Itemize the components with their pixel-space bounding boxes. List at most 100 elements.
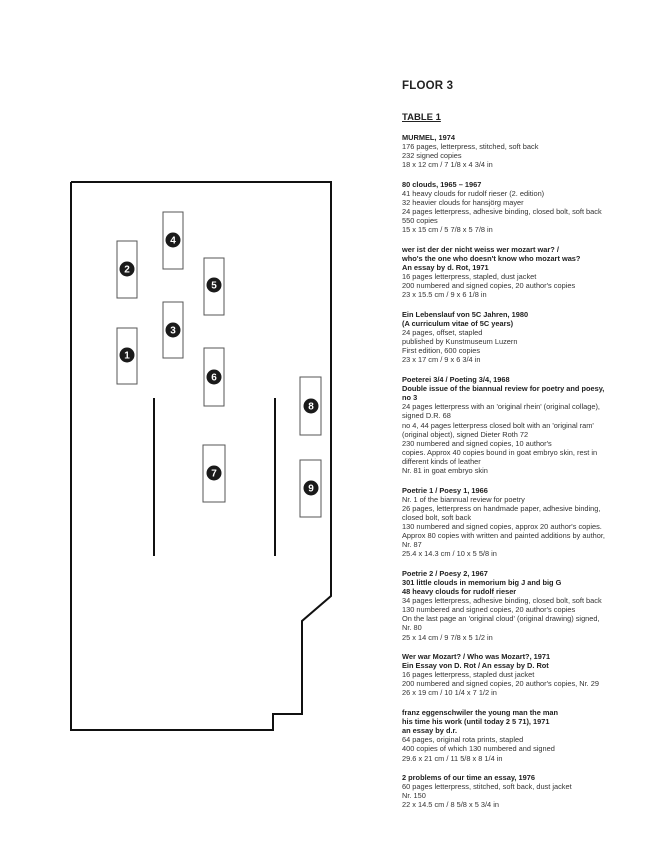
entry-detail: (original object), signed Dieter Roth 72 (402, 429, 529, 439)
table-3-number: 3 (170, 326, 176, 337)
entry-title: Wer war Mozart? / Who was Mozart?, 1971 (402, 652, 551, 662)
entry-detail: signed D.R. 68 (402, 411, 451, 421)
entry-detail: 550 copies (402, 216, 438, 226)
entry-detail: Nr. 1 of the biannual review for poetry (402, 494, 525, 504)
table-4-marker (165, 232, 181, 248)
table-9[interactable]: 9 (299, 459, 322, 518)
entry-detail: 200 numbered and signed copies, 20 autho… (402, 679, 599, 689)
entry-detail: 25.4 x 14.3 cm / 10 x 5 5/8 in (402, 549, 497, 559)
table-7-marker (206, 465, 222, 481)
table-4-number: 4 (170, 236, 176, 247)
entry-detail: copies. Approx 40 copies bound in goat e… (402, 447, 598, 457)
catalogue-entry: Ein Lebenslauf von 5C Jahren, 1980(A cur… (402, 310, 642, 365)
table-1[interactable]: 1 (116, 327, 138, 385)
entry-detail: 24 pages letterpress with an 'original r… (402, 402, 600, 412)
entry-detail: 41 heavy clouds for rudolf rieser (2. ed… (402, 188, 545, 198)
entry-title: Poeterei 3/4 / Poeting 3/4, 1968 (402, 375, 510, 385)
table-2-number: 2 (124, 265, 130, 276)
entry-detail: 26 x 19 cm / 10 1/4 x 7 1/2 in (402, 688, 497, 698)
entry-detail: 23 x 17 cm / 9 x 6 3/4 in (402, 355, 481, 365)
table-1-number: 1 (124, 351, 130, 362)
entry-detail: First edition, 600 copies (402, 346, 481, 356)
entry-detail: 32 heavier clouds for hansjörg mayer (402, 198, 524, 208)
table-7-number: 7 (211, 469, 217, 480)
entry-title: an essay by d.r. (402, 726, 458, 736)
table-8-marker (303, 398, 319, 414)
entry-detail: no 4, 44 pages letterpress closed bolt w… (402, 420, 594, 430)
entry-title: franz eggenschwiler the young man the ma… (402, 708, 559, 718)
entry-detail: 64 pages, original rota prints, stapled (402, 735, 524, 745)
table-6-number: 6 (211, 373, 217, 384)
entry-title: who's the one who doesn't know who mozar… (402, 254, 581, 264)
entry-detail: 26 pages, letterpress on handmade paper,… (402, 503, 601, 513)
table-6-marker (206, 369, 222, 385)
entry-title: no 3 (402, 393, 418, 403)
table-5-number: 5 (211, 281, 217, 292)
table-4[interactable]: 4 (162, 211, 184, 270)
entry-detail: 22 x 14.5 cm / 8 5/8 x 5 3/4 in (402, 800, 499, 810)
entry-detail: Nr. 81 in goat embryo skin (402, 466, 488, 475)
entry-detail: 60 pages letterpress, stitched, soft bac… (402, 782, 572, 792)
entry-detail: 230 numbered and signed copies, 10 autho… (402, 438, 552, 448)
entry-detail: 29.6 x 21 cm / 11 5/8 x 8 1/4 in (402, 753, 503, 763)
entry-detail: 232 signed copies (402, 151, 462, 161)
entry-title: 301 little clouds in memorium big J and … (402, 577, 562, 587)
table-3[interactable]: 3 (162, 301, 184, 359)
entry-detail: 25 x 14 cm / 9 7/8 x 5 1/2 in (402, 632, 493, 642)
entry-detail: 16 pages letterpress, stapled dust jacke… (402, 670, 535, 680)
table-5-marker (206, 277, 222, 293)
entry-detail: Nr. 150 (402, 791, 426, 801)
entry-detail: 24 pages, offset, stapled (402, 328, 483, 338)
entry-detail: 176 pages, letterpress, stitched, soft b… (402, 142, 539, 152)
catalogue-entry: wer ist der der nicht weiss wer mozart w… (402, 245, 642, 300)
floor-plan: 1 2 3 4 5 6 7 8 9 (70, 181, 332, 731)
entry-title: (A curriculum vitae of 5C years) (402, 319, 514, 329)
entry-detail: Nr. 87 (402, 540, 422, 550)
entry-title: 80 clouds, 1965 – 1967 (402, 179, 482, 189)
entry-detail: 24 pages letterpress, adhesive binding, … (402, 207, 602, 217)
table-title: TABLE 1 (402, 112, 441, 123)
catalogue-entry: franz eggenschwiler the young man the ma… (402, 708, 642, 763)
entry-title: 48 heavy clouds for rudolf rieser (402, 587, 517, 597)
entry-title: Poetrie 1 / Poesy 1, 1966 (402, 485, 488, 495)
entry-title: Ein Essay von D. Rot / An essay by D. Ro… (402, 661, 549, 671)
entry-title: MURMEL, 1974 (402, 133, 455, 142)
table-3-marker (165, 322, 181, 338)
entry-title: Double issue of the biannual review for … (402, 384, 605, 394)
entry-detail: 15 x 15 cm / 5 7/8 x 5 7/8 in (402, 225, 493, 235)
entry-detail: closed bolt, soft back (402, 512, 472, 522)
table-9-marker (303, 480, 319, 496)
table-2[interactable]: 2 (116, 240, 138, 299)
table-7[interactable]: 7 (202, 444, 226, 503)
entry-detail: 23 x 15.5 cm / 9 x 6 1/8 in (402, 290, 487, 300)
entry-detail: 34 pages letterpress, adhesive binding, … (402, 596, 602, 606)
entry-title: wer ist der der nicht weiss wer mozart w… (402, 244, 559, 254)
entry-detail: 130 numbered and signed copies, approx 2… (402, 521, 602, 531)
table-9-number: 9 (308, 484, 314, 495)
room-outline (70, 181, 332, 731)
table-5[interactable]: 5 (203, 257, 225, 316)
entry-title: Ein Lebenslauf von 5C Jahren, 1980 (402, 310, 529, 319)
entry-detail: 130 numbered and signed copies, 20 autho… (402, 605, 576, 615)
entry-detail: different kinds of leather (402, 456, 481, 466)
table-8-number: 8 (308, 402, 314, 413)
entry-title: Poetrie 2 / Poesy 2, 1967 (402, 568, 488, 578)
entry-detail: 18 x 12 cm / 7 1/8 x 4 3/4 in (402, 160, 493, 170)
entry-detail: Nr. 80 (402, 623, 422, 633)
entry-title: An essay by d. Rot, 1971 (402, 263, 489, 273)
entry-detail: published by Kunstmuseum Luzern (402, 337, 518, 347)
table-8[interactable]: 8 (299, 376, 322, 436)
entry-detail: 200 numbered and signed copies, 20 autho… (402, 281, 576, 291)
entry-detail: 16 pages letterpress, stapled, dust jack… (402, 272, 537, 282)
table-6[interactable]: 6 (203, 347, 225, 407)
entry-detail: Approx 80 copies with written and painte… (402, 531, 605, 541)
entry-title: 2 problems of our time an essay, 1976 (402, 773, 535, 783)
entry-title: his time his work (until today 2 5 71), … (402, 717, 550, 727)
